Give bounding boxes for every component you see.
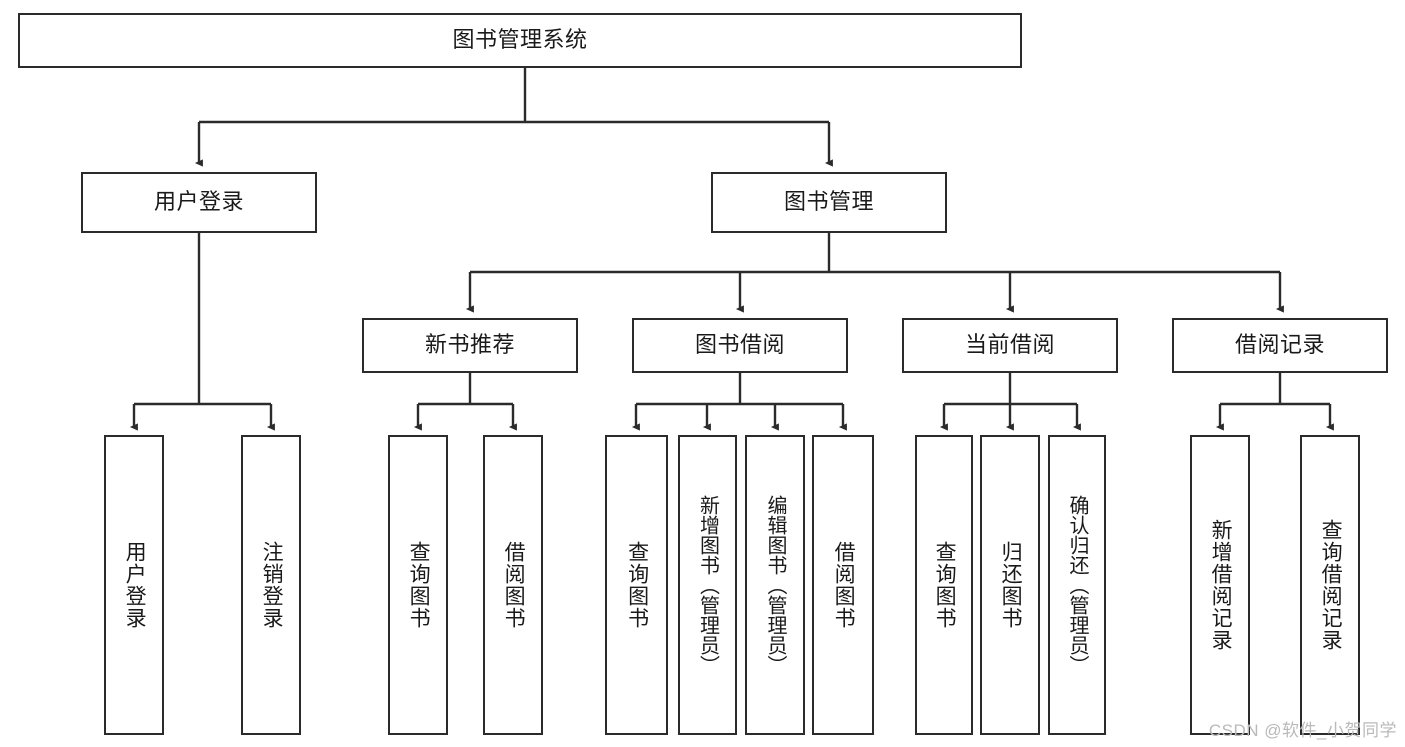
leaf-user-login-label: 用户登录 xyxy=(123,541,147,629)
node-root-label: 图书管理系统 xyxy=(452,27,588,53)
leaf-query-book-recommend[interactable]: 查询图书 xyxy=(388,435,448,735)
leaf-return-book[interactable]: 归还图书 xyxy=(980,435,1040,735)
leaf-add-book-admin[interactable]: 新增图书（管理员） xyxy=(678,435,737,735)
node-new-book-recommend[interactable]: 新书推荐 xyxy=(362,318,578,373)
leaf-user-logout-label: 注销登录 xyxy=(260,541,284,629)
leaf-add-borrow-record-label: 新增借阅记录 xyxy=(1209,519,1233,651)
node-book-borrow[interactable]: 图书借阅 xyxy=(632,318,848,373)
csdn-watermark: CSDN @软件_小贺同学 xyxy=(1208,721,1397,740)
leaf-add-borrow-record[interactable]: 新增借阅记录 xyxy=(1190,435,1250,735)
leaf-edit-book-admin[interactable]: 编辑图书（管理员） xyxy=(745,435,805,735)
node-book-borrow-label: 图书借阅 xyxy=(694,332,785,358)
node-user-login[interactable]: 用户登录 xyxy=(81,172,317,233)
leaf-query-borrow-record[interactable]: 查询借阅记录 xyxy=(1300,435,1360,735)
node-current-borrow[interactable]: 当前借阅 xyxy=(902,318,1118,373)
leaf-query-book-current-label: 查询图书 xyxy=(933,541,957,629)
leaf-edit-book-admin-label: 编辑图书（管理员） xyxy=(764,495,786,675)
node-new-book-recommend-label: 新书推荐 xyxy=(424,332,515,358)
leaf-query-book-borrow-label: 查询图书 xyxy=(625,541,649,629)
leaf-query-book-recommend-label: 查询图书 xyxy=(407,541,431,629)
node-borrow-record-label: 借阅记录 xyxy=(1234,332,1325,358)
leaf-borrow-book-recommend-label: 借阅图书 xyxy=(502,541,526,629)
leaf-confirm-return-admin[interactable]: 确认归还（管理员） xyxy=(1048,435,1106,735)
leaf-user-logout[interactable]: 注销登录 xyxy=(241,435,301,735)
leaf-borrow-book-recommend[interactable]: 借阅图书 xyxy=(483,435,543,735)
leaf-query-borrow-record-label: 查询借阅记录 xyxy=(1319,519,1343,651)
leaf-return-book-label: 归还图书 xyxy=(999,541,1023,629)
node-borrow-record[interactable]: 借阅记录 xyxy=(1172,318,1388,373)
leaf-add-book-admin-label: 新增图书（管理员） xyxy=(696,495,719,675)
leaf-query-book-borrow[interactable]: 查询图书 xyxy=(605,435,668,735)
leaf-borrow-book-borrow[interactable]: 借阅图书 xyxy=(812,435,874,735)
node-book-manage[interactable]: 图书管理 xyxy=(711,172,947,233)
leaf-confirm-return-admin-label: 确认归还（管理员） xyxy=(1066,495,1088,675)
node-user-login-label: 用户登录 xyxy=(153,189,244,215)
leaf-borrow-book-borrow-label: 借阅图书 xyxy=(832,541,856,629)
node-current-borrow-label: 当前借阅 xyxy=(964,332,1055,358)
node-book-manage-label: 图书管理 xyxy=(783,189,874,215)
leaf-user-login[interactable]: 用户登录 xyxy=(104,435,164,735)
node-root-system[interactable]: 图书管理系统 xyxy=(18,13,1022,68)
leaf-query-book-current[interactable]: 查询图书 xyxy=(915,435,973,735)
